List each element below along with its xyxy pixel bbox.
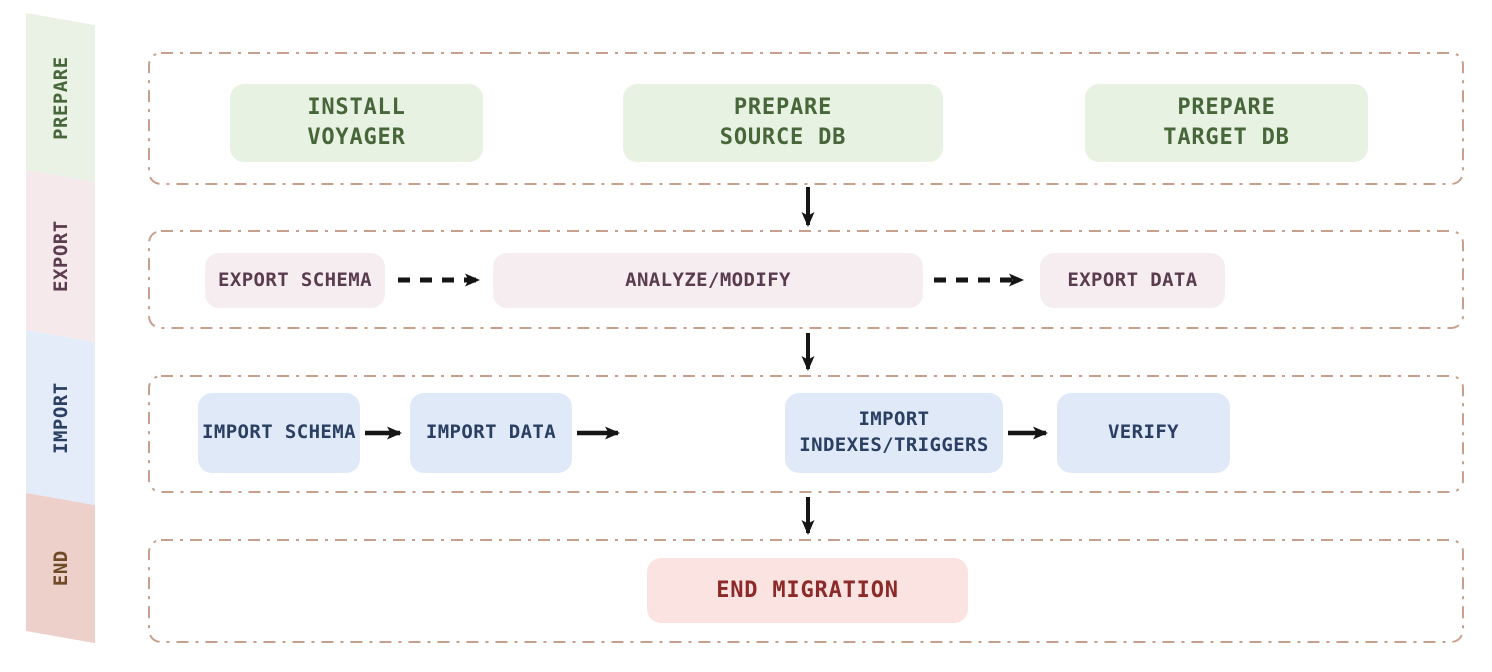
node-import-indexes-triggers: IMPORT INDEXES/TRIGGERS <box>785 393 1003 473</box>
node-prepare-source-db: PREPARE SOURCE DB <box>623 84 943 162</box>
sidebar-segment-export: EXPORT <box>26 170 95 343</box>
node-end-migration: END MIGRATION <box>647 558 968 623</box>
end-row-frame <box>148 539 1464 643</box>
sidebar-segment-import: IMPORT <box>26 330 95 506</box>
export-row-frame <box>148 230 1464 329</box>
prepare-row-frame <box>148 52 1464 185</box>
sidebar-segment-prepare: PREPARE <box>26 13 95 183</box>
node-verify: VERIFY <box>1057 393 1230 473</box>
stage-sidebar: PREPARE EXPORT IMPORT END <box>26 13 95 644</box>
sidebar-label-export: EXPORT <box>49 220 72 292</box>
node-export-schema: EXPORT SCHEMA <box>205 253 385 308</box>
node-install-voyager: INSTALL VOYAGER <box>230 84 483 162</box>
sidebar-label-end: END <box>49 550 72 586</box>
node-export-data: EXPORT DATA <box>1040 253 1225 308</box>
node-import-schema: IMPORT SCHEMA <box>198 393 360 473</box>
node-import-data: IMPORT DATA <box>410 393 572 473</box>
sidebar-label-prepare: PREPARE <box>49 55 72 140</box>
node-prepare-target-db: PREPARE TARGET DB <box>1085 84 1368 162</box>
sidebar-segment-end: END <box>26 493 95 644</box>
import-row-frame <box>148 375 1464 493</box>
sidebar-label-import: IMPORT <box>49 381 72 454</box>
node-analyze-modify: ANALYZE/MODIFY <box>493 253 923 308</box>
